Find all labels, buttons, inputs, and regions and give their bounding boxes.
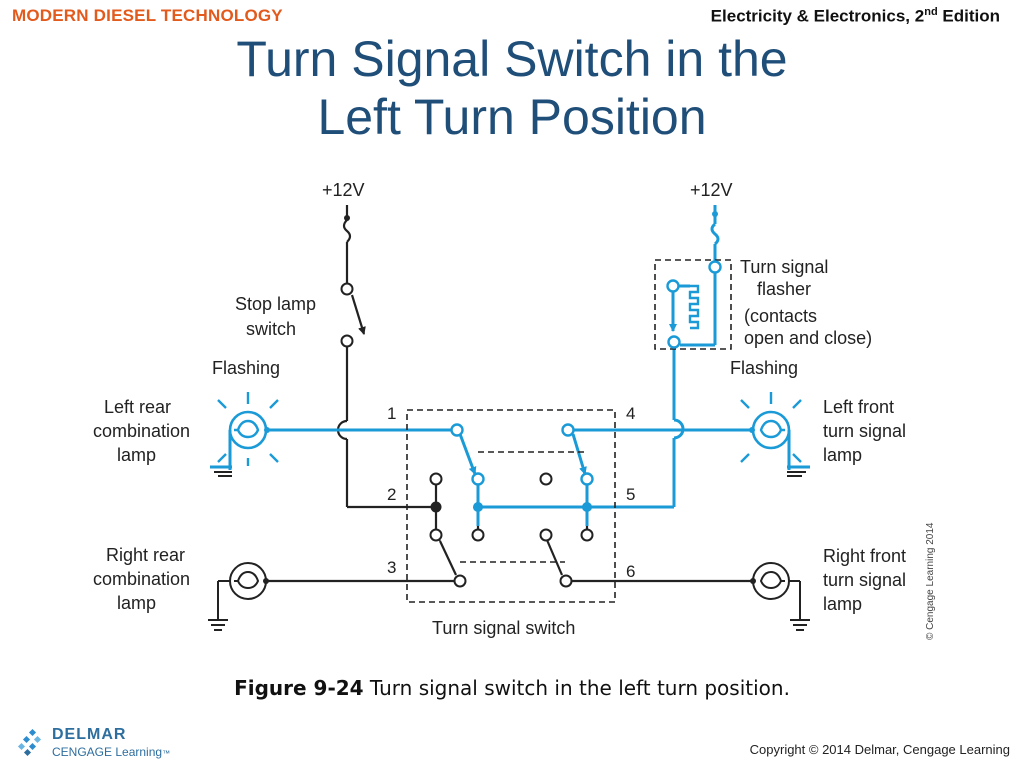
terminal-1-contact xyxy=(450,423,464,437)
slide-title: Turn Signal Switch in the Left Turn Posi… xyxy=(0,30,1024,146)
edition-text: Electricity & Electronics, 2 xyxy=(710,6,925,26)
right-supply-node xyxy=(712,211,718,217)
terminal-4-label: 4 xyxy=(626,404,635,423)
book-edition: Electricity & Electronics, 2nd Edition xyxy=(711,6,1000,27)
flasher-label-1: Turn signal xyxy=(740,257,828,277)
terminal-4-contact xyxy=(561,423,575,437)
series-title: MODERN DIESEL TECHNOLOGY xyxy=(12,6,283,25)
terminal-2-junction xyxy=(430,501,442,513)
right-rear-lamp-icon xyxy=(208,562,269,631)
switch-label: Turn signal switch xyxy=(432,618,575,638)
left-front-lamp-icon xyxy=(740,392,810,477)
blue-junction-right xyxy=(582,502,592,512)
flashing-left-label: Flashing xyxy=(212,358,280,378)
slide-title-line-2: Left Turn Position xyxy=(317,89,707,145)
terminal-5-label: 5 xyxy=(626,485,635,504)
stop-lamp-branch xyxy=(336,205,436,509)
flasher-box xyxy=(654,259,732,350)
right-front-lamp-icon xyxy=(750,562,810,631)
left-front-lamp-label-3: lamp xyxy=(823,445,862,465)
right-front-lamp-label-2: turn signal xyxy=(823,570,906,590)
logo-line-1: DELMAR xyxy=(52,726,127,743)
edition-superscript: nd xyxy=(924,6,938,18)
active-circuit xyxy=(260,428,760,526)
terminal-6-contact xyxy=(559,574,573,588)
right-rear-lamp-label-1: Right rear xyxy=(106,545,185,565)
stop-switch-bottom-terminal xyxy=(340,334,354,348)
figure-number: Figure 9-24 xyxy=(234,676,364,700)
switch-contact-lower-4 xyxy=(580,528,594,542)
left-front-lamp-label-2: turn signal xyxy=(823,421,906,441)
stop-switch-top-terminal xyxy=(340,282,354,296)
right-rear-lamp-label-2: combination xyxy=(93,569,190,589)
left-rear-lamp-label-2: combination xyxy=(93,421,190,441)
stop-lamp-switch-label-2: switch xyxy=(246,319,296,339)
logo-trademark: ™ xyxy=(162,749,171,758)
left-front-lamp-label-1: Left front xyxy=(823,397,894,417)
flasher-top-terminal xyxy=(708,260,722,274)
flasher-label-3: (contacts xyxy=(744,306,817,326)
terminal-1-label: 1 xyxy=(387,404,396,423)
turn-signal-switch-box xyxy=(406,409,616,603)
right-rear-lamp-label-3: lamp xyxy=(117,593,156,613)
terminal-3-label: 3 xyxy=(387,558,396,577)
left-supply-label: +12V xyxy=(322,180,365,200)
flasher-label-4: open and close) xyxy=(744,328,872,348)
logo-line-2-text: CENGAGE Learning xyxy=(52,745,163,759)
flasher-left-terminal xyxy=(666,279,680,293)
left-turn-contact xyxy=(471,472,485,486)
switch-idle-contact-top-left xyxy=(429,472,443,486)
right-front-lamp-label-1: Right front xyxy=(823,546,906,566)
flasher-label-2: flasher xyxy=(757,279,811,299)
figure-caption-text: Turn signal switch in the left turn posi… xyxy=(363,676,790,700)
image-credit: © Cengage Learning 2014 xyxy=(925,522,936,640)
right-supply-label: +12V xyxy=(690,180,733,200)
logo-line-2: CENGAGE Learning™ xyxy=(52,745,170,759)
flasher-bottom-terminal xyxy=(667,335,681,349)
switch-contact-lower-3 xyxy=(539,528,553,542)
figure-caption: Figure 9-24 Turn signal switch in the le… xyxy=(0,676,1024,700)
copyright-notice: Copyright © 2014 Delmar, Cengage Learnin… xyxy=(749,742,1010,757)
left-supply-node xyxy=(344,215,350,221)
flasher-branch xyxy=(669,205,720,507)
left-rear-lamp-label-3: lamp xyxy=(117,445,156,465)
right-turn-contact xyxy=(580,472,594,486)
stop-lamp-switch-label-1: Stop lamp xyxy=(235,294,316,314)
switch-idle-contact-top-mid xyxy=(539,472,553,486)
terminal-2-label: 2 xyxy=(387,485,396,504)
switch-contact-lower-2 xyxy=(471,528,485,542)
terminal-3-contact xyxy=(453,574,467,588)
flashing-right-label: Flashing xyxy=(730,358,798,378)
terminal-6-label: 6 xyxy=(626,562,635,581)
switch-contact-lower-1 xyxy=(429,528,443,542)
slide-title-line-1: Turn Signal Switch in the xyxy=(236,31,788,87)
right-front-lamp-label-3: lamp xyxy=(823,594,862,614)
blue-junction-left xyxy=(473,502,483,512)
left-rear-lamp-label-1: Left rear xyxy=(104,397,171,417)
left-rear-lamp-icon xyxy=(210,392,279,477)
delmar-logo-icon xyxy=(17,728,42,757)
edition-tail: Edition xyxy=(937,6,1000,26)
